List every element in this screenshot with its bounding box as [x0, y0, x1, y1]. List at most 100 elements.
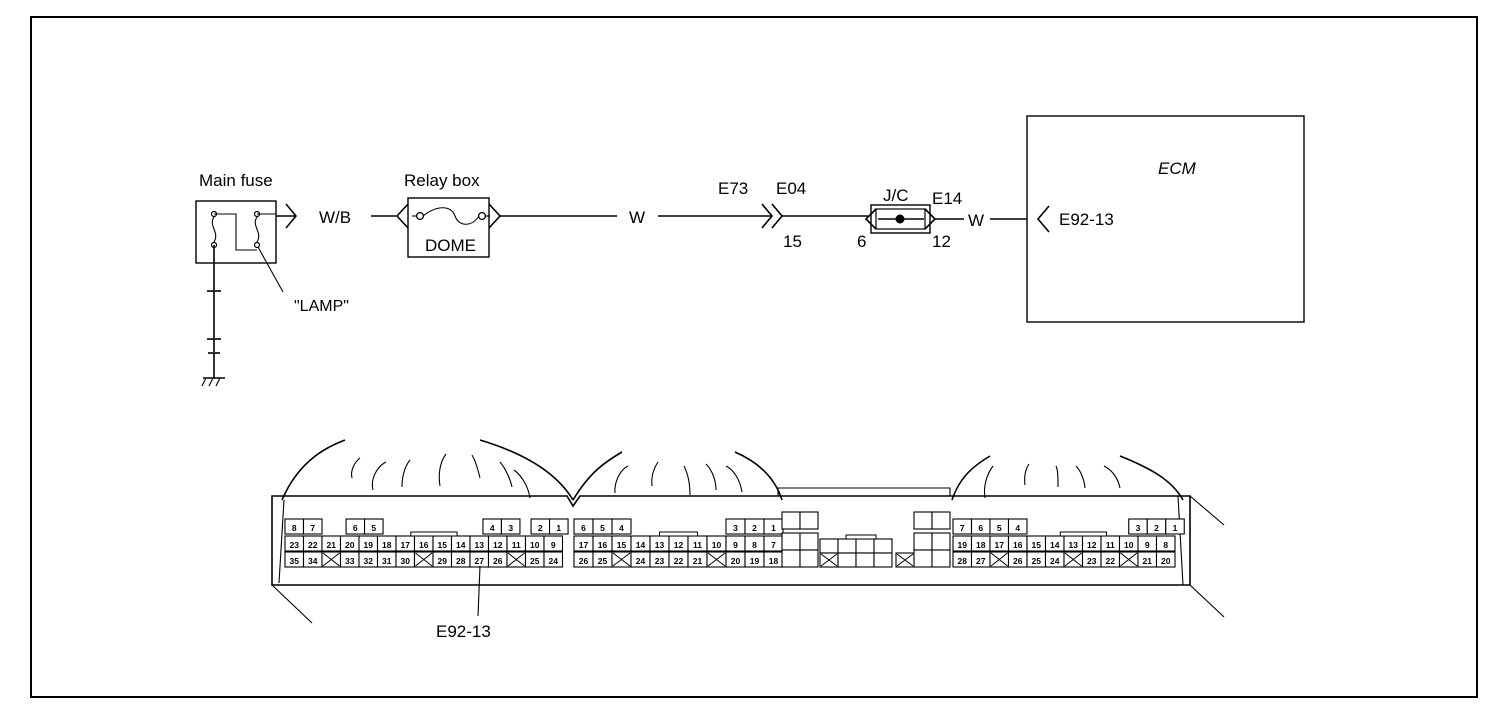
connector-key: [1059, 531, 1108, 537]
lamp-fuse-label: "LAMP": [294, 298, 349, 315]
pin-number: 22: [674, 556, 684, 566]
connector-e04-pin: 15: [783, 232, 802, 251]
pin-number: 3: [733, 523, 738, 533]
pin-number: 8: [292, 523, 297, 533]
pin-cell: [931, 532, 951, 551]
pin-number: 3: [1136, 523, 1141, 533]
pin-number: 22: [308, 540, 318, 550]
pin-number: 12: [493, 540, 503, 550]
pin-number: 25: [530, 556, 540, 566]
pin-number: 4: [1015, 523, 1020, 533]
pin-cell: [837, 552, 857, 568]
pin-number: 1: [556, 523, 561, 533]
pin-number: 24: [636, 556, 646, 566]
ecm-unit: E92-13 ECM: [1026, 115, 1305, 323]
pin-cell: [855, 552, 875, 568]
connector-key: [410, 531, 458, 537]
pin-number: 18: [769, 556, 779, 566]
pin-cell: [781, 549, 801, 568]
pin-number: 11: [512, 540, 521, 550]
pin-number: 14: [1050, 540, 1060, 550]
pin-number: 34: [308, 556, 318, 566]
pin-number: 21: [327, 540, 337, 550]
pin-number: 20: [731, 556, 741, 566]
connector-block-3: [781, 511, 951, 568]
pin-number: 20: [345, 540, 355, 550]
pin-number: 29: [438, 556, 448, 566]
pin-number: 20: [1161, 556, 1171, 566]
pin-number: 28: [456, 556, 466, 566]
pin-number: 33: [345, 556, 355, 566]
pin-number: 21: [693, 556, 703, 566]
pin-cell: [931, 549, 951, 568]
pin-number: 16: [419, 540, 429, 550]
joint-connector-jc: J/C 6 12 E14: [857, 186, 962, 251]
pin-number: 4: [490, 523, 495, 533]
pin-number: 23: [290, 540, 300, 550]
connector-callout-label: E92-13: [436, 622, 491, 641]
pin-number: 16: [1013, 540, 1023, 550]
pin-number: 9: [551, 540, 556, 550]
pin-number: 32: [364, 556, 374, 566]
pin-number: 22: [1106, 556, 1116, 566]
connector-e73-e04: E73 E04 15: [718, 179, 806, 251]
connector-e14-label: E14: [932, 189, 962, 208]
pin-number: 17: [401, 540, 411, 550]
blank-pin-mark: [990, 552, 1008, 567]
pin-cell: [363, 518, 384, 535]
pin-cell: [819, 538, 839, 554]
blank-pin-mark: [820, 553, 838, 567]
pin-cell: [543, 535, 564, 552]
pin-number: 19: [364, 540, 374, 550]
pin-cell: [548, 518, 569, 535]
pin-number: 2: [1154, 523, 1159, 533]
pin-cell: [799, 532, 819, 551]
main-fuse-label: Main fuse: [199, 171, 273, 190]
pin-number: 13: [475, 540, 485, 550]
blank-pin-mark: [1120, 552, 1138, 567]
pin-number: 21: [1143, 556, 1153, 566]
jc-label: J/C: [883, 186, 909, 205]
pin-number: 12: [1087, 540, 1097, 550]
pin-number: 26: [579, 556, 589, 566]
pin-number: 1: [771, 523, 776, 533]
pin-number: 14: [456, 540, 466, 550]
blank-pin-mark: [707, 552, 726, 567]
dome-fuse-label: DOME: [425, 236, 476, 255]
pin-number: 1: [1173, 523, 1178, 533]
pin-number: 17: [579, 540, 589, 550]
pin-cell: [543, 551, 564, 568]
connector-e73-label: E73: [718, 179, 748, 198]
pin-cell: [302, 518, 323, 535]
pin-number: 10: [530, 540, 540, 550]
pin-cell: [1007, 518, 1028, 535]
connector-key: [845, 534, 877, 540]
pin-number: 5: [997, 523, 1002, 533]
pin-number: 14: [636, 540, 646, 550]
pin-number: 7: [310, 523, 315, 533]
pin-number: 16: [598, 540, 608, 550]
pin-number: 27: [976, 556, 986, 566]
jc-pin-out: 12: [932, 232, 951, 251]
pin-cell: [873, 538, 893, 554]
pin-cell: [931, 511, 951, 530]
pin-cell: [1165, 518, 1185, 535]
pin-cell: [913, 532, 933, 551]
pin-number: 31: [382, 556, 392, 566]
pin-number: 5: [371, 523, 376, 533]
pin-number: 9: [1145, 540, 1150, 550]
pin-number: 15: [438, 540, 448, 550]
pin-number: 7: [771, 540, 776, 550]
pin-number: 35: [290, 556, 300, 566]
blank-pin-mark: [1064, 552, 1082, 567]
pin-number: 6: [581, 523, 586, 533]
pin-number: 25: [1032, 556, 1042, 566]
pin-number: 17: [995, 540, 1005, 550]
pin-number: 26: [493, 556, 503, 566]
pin-number: 19: [958, 540, 968, 550]
wire-color-w2: W: [968, 211, 984, 230]
pin-number: 11: [1106, 540, 1115, 550]
